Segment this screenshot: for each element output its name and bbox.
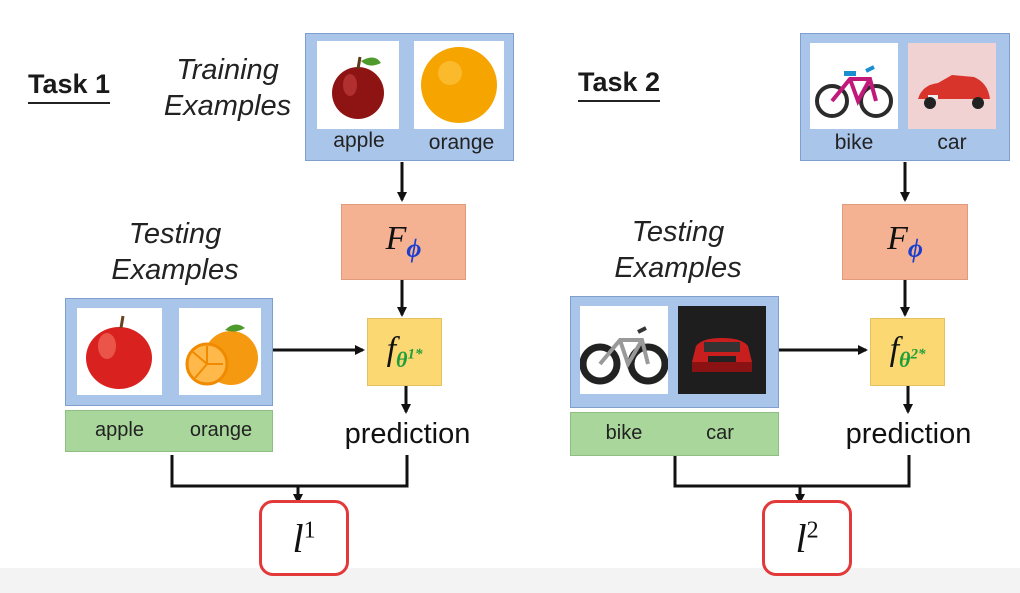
task1-title: Task 1	[28, 68, 111, 104]
train-caption-bike: bike	[834, 131, 874, 154]
learned-theta: θ2*	[899, 347, 925, 372]
task2-meta-learner-box: Fϕ	[842, 204, 968, 280]
theta-sup: 2*	[910, 347, 926, 364]
task1-testing-box	[65, 298, 273, 406]
loss-sup: 1	[303, 517, 316, 544]
bike-icon	[579, 326, 669, 385]
meta-F: F	[385, 220, 407, 258]
bike-image	[810, 43, 898, 129]
loss-bracket-2	[673, 455, 911, 488]
learned-model-symbol: fθ1*	[387, 331, 423, 374]
task2-training-box: bike car	[800, 33, 1010, 161]
training-label-line2: Examples	[163, 90, 292, 122]
theta-symbol: θ	[396, 347, 408, 373]
test-caption-bike: bike	[605, 422, 643, 444]
loss-l: l	[292, 515, 304, 561]
loss-sup: 2	[806, 517, 819, 544]
orange-icon	[421, 47, 497, 123]
car-image	[908, 43, 996, 129]
learned-f: f	[889, 330, 900, 368]
task1-prediction: prediction	[344, 418, 471, 450]
loss-symbol: l1	[292, 515, 315, 562]
task1-testing-label: Testing Examples	[95, 216, 255, 288]
task1-loss-box: l1	[259, 500, 349, 576]
test-caption-orange: orange	[189, 419, 253, 441]
task2-title: Task 2	[578, 66, 661, 102]
train-caption-orange: orange	[428, 131, 495, 154]
task2-testing-label: Testing Examples	[598, 214, 758, 286]
test-car-image	[678, 306, 766, 394]
bottom-band	[0, 568, 1020, 593]
learned-f: f	[386, 330, 397, 368]
train-caption-car: car	[937, 131, 967, 154]
testing-label-line2: Examples	[614, 252, 742, 284]
task1-training-label: Training Examples	[150, 52, 305, 124]
loss-symbol: l2	[795, 515, 818, 562]
loss-l: l	[795, 515, 807, 561]
apple-icon	[86, 315, 152, 389]
testing-label-line2: Examples	[111, 254, 239, 286]
theta-sup: 1*	[407, 347, 423, 364]
meta-learner-symbol: Fϕ	[386, 220, 422, 264]
apple-icon	[332, 56, 384, 119]
testing-label-line1: Testing	[128, 218, 222, 250]
task1-training-box: apple orange	[305, 33, 514, 161]
task2-loss-box: l2	[762, 500, 852, 576]
train-caption-apple: apple	[333, 129, 385, 152]
theta-symbol: θ	[899, 347, 911, 373]
task2-testing-box	[570, 296, 779, 408]
test-caption-car: car	[706, 422, 734, 444]
test-apple-image	[77, 308, 162, 395]
orange-image	[414, 41, 504, 129]
car-icon	[678, 306, 766, 394]
task1-label-bar: apple orange	[65, 410, 273, 452]
testing-label-line1: Testing	[631, 216, 725, 248]
meta-F: F	[887, 220, 908, 258]
meta-learner-symbol: Fϕ	[887, 220, 923, 264]
test-caption-apple: apple	[95, 419, 144, 441]
loss-bracket-1	[170, 455, 409, 488]
test-bike-image	[579, 306, 669, 394]
meta-phi: ϕ	[907, 233, 923, 263]
task2-learned-model-box: fθ2*	[870, 318, 945, 386]
meta-phi: ϕ	[406, 233, 422, 263]
orange-slices-icon	[185, 324, 258, 386]
training-label-line1: Training	[176, 54, 279, 86]
task1-meta-learner-box: Fϕ	[341, 204, 466, 280]
learned-theta: θ1*	[396, 347, 422, 372]
apple-image	[317, 41, 399, 129]
bike-icon	[815, 65, 893, 118]
task1-learned-model-box: fθ1*	[367, 318, 442, 386]
learned-model-symbol: fθ2*	[890, 331, 926, 374]
test-orange-image	[179, 308, 261, 395]
task2-label-bar: bike car	[570, 412, 779, 456]
car-icon	[908, 43, 996, 129]
task2-prediction: prediction	[845, 418, 972, 450]
